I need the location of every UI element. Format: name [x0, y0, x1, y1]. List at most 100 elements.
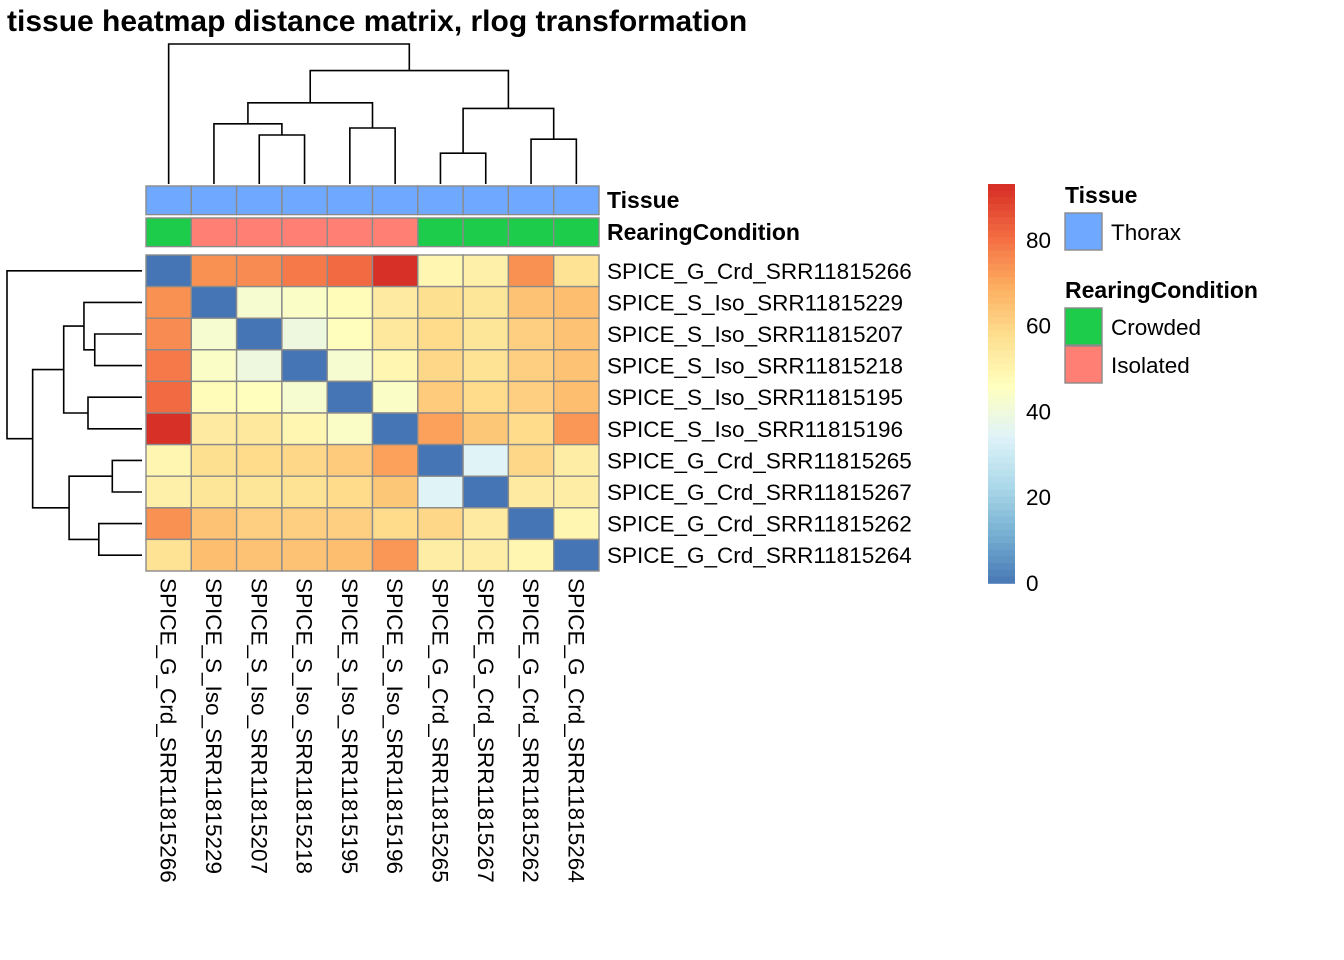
heatmap-cell	[507, 254, 555, 288]
heatmap-cell	[462, 538, 510, 572]
heatmap-cell	[235, 412, 283, 446]
heatmap-cell	[371, 380, 419, 414]
heatmap-cell	[462, 349, 510, 383]
color-scale-segment	[988, 376, 1015, 385]
row-label: SPICE_G_Crd_SRR11815262	[607, 512, 912, 537]
heatmap-cell	[235, 380, 283, 414]
heatmap-cell	[553, 412, 600, 446]
heatmap-cell	[145, 254, 192, 288]
row-label: SPICE_S_Iso_SRR11815207	[607, 322, 903, 347]
legend-swatch	[1064, 307, 1103, 346]
heatmap-cell	[190, 380, 238, 414]
heatmap-cell	[326, 412, 374, 446]
annotation-cell	[281, 185, 328, 216]
color-scale-segment	[988, 203, 1015, 212]
color-scale-segment	[988, 410, 1015, 418]
heatmap-cell	[417, 380, 464, 414]
heatmap-cell	[190, 349, 238, 383]
heatmap-cell	[190, 538, 238, 572]
column-dendrogram-branch	[213, 123, 283, 184]
annotation-cell	[145, 185, 192, 216]
heatmap-cell	[281, 412, 328, 446]
heatmap-cell	[371, 254, 419, 288]
heatmap-cell	[462, 475, 510, 509]
heatmap-cell	[553, 380, 600, 414]
heatmap-cell	[235, 254, 283, 288]
heatmap-cell	[417, 254, 464, 288]
heatmap-cell	[190, 412, 238, 446]
annotation-row-label: RearingCondition	[607, 219, 800, 245]
color-scale-segment	[988, 277, 1015, 285]
row-label: SPICE_S_Iso_SRR11815196	[607, 417, 903, 442]
color-scale-segment	[988, 383, 1015, 391]
heatmap-cell	[235, 475, 283, 509]
heatmap-cell	[507, 380, 555, 414]
annotation-cell	[371, 185, 419, 216]
row-dendrogram	[6, 270, 142, 556]
column-labels: SPICE_G_Crd_SRR11815266 SPICE_S_Iso_SRR11…	[156, 578, 589, 883]
color-scale-segment	[988, 190, 1015, 199]
heatmap-cell	[281, 317, 328, 351]
color-scale-tick-label: 60	[1026, 314, 1051, 339]
color-scale-segment	[988, 250, 1015, 258]
column-dendrogram-branch	[349, 127, 396, 184]
heatmap-cell	[417, 412, 464, 446]
annotation-cell	[371, 217, 419, 248]
color-scale-segment	[988, 370, 1015, 378]
heatmap-cell	[145, 538, 192, 572]
row-labels: SPICE_G_Crd_SRR11815266SPICE_S_Iso_SRR11…	[607, 259, 912, 568]
color-scale-segment	[988, 443, 1015, 451]
legend-title: RearingCondition	[1065, 277, 1258, 303]
heatmap-cell	[417, 349, 464, 383]
heatmap-cell	[417, 317, 464, 351]
annotation-cell	[553, 217, 600, 248]
heatmap-cell	[371, 443, 419, 477]
heatmap-cell	[326, 349, 374, 383]
column-label: SPICE_G_Crd_SRR11815266	[156, 578, 181, 883]
color-scale-segment	[988, 569, 1015, 578]
legend-swatch	[1064, 212, 1103, 251]
heatmap-cell	[235, 285, 283, 319]
row-dendrogram-branch	[87, 396, 142, 430]
column-label: SPICE_G_Crd_SRR11815262	[518, 578, 543, 883]
heatmap-cell	[462, 254, 510, 288]
color-scale-segment	[988, 503, 1015, 511]
heatmap-cell	[190, 254, 238, 288]
heatmap-cell	[145, 380, 192, 414]
column-dendrogram-branch	[530, 138, 578, 184]
color-scale-segment	[988, 416, 1015, 425]
heatmap-cell	[371, 285, 419, 319]
row-dendrogram-branch	[98, 522, 142, 556]
color-scale-segment	[988, 210, 1015, 219]
heatmap-cell	[507, 507, 555, 541]
color-scale-segment	[988, 390, 1015, 398]
heatmap-cell	[281, 349, 328, 383]
color-scale-segment	[988, 549, 1015, 558]
heatmap-cell	[281, 285, 328, 319]
color-scale-segment	[988, 290, 1015, 298]
heatmap-cell	[553, 349, 600, 383]
color-scale-segment	[988, 237, 1015, 245]
heatmap-cell	[507, 538, 555, 572]
heatmap-cell	[371, 538, 419, 572]
column-label: SPICE_S_Iso_SRR11815195	[337, 578, 362, 874]
heatmap-cell	[326, 443, 374, 477]
color-scale-segment	[988, 403, 1015, 411]
color-scale-segment	[988, 303, 1015, 312]
heatmap-cell	[326, 475, 374, 509]
heatmap-cell	[462, 285, 510, 319]
column-dendrogram-branch	[167, 43, 411, 184]
annotation-cell	[326, 185, 374, 216]
legend-label: Thorax	[1111, 220, 1182, 245]
heatmap-cell	[507, 475, 555, 509]
row-dendrogram-branch	[83, 301, 142, 351]
column-dendrogram-branch	[439, 152, 487, 184]
heatmap-cell	[190, 285, 238, 319]
heatmap-cell	[145, 412, 192, 446]
color-scale-segment	[988, 257, 1015, 265]
color-scale-segment	[988, 483, 1015, 491]
annotation-cell	[417, 217, 464, 248]
annotation-cell	[507, 217, 555, 248]
row-dendrogram-branch	[93, 333, 142, 367]
